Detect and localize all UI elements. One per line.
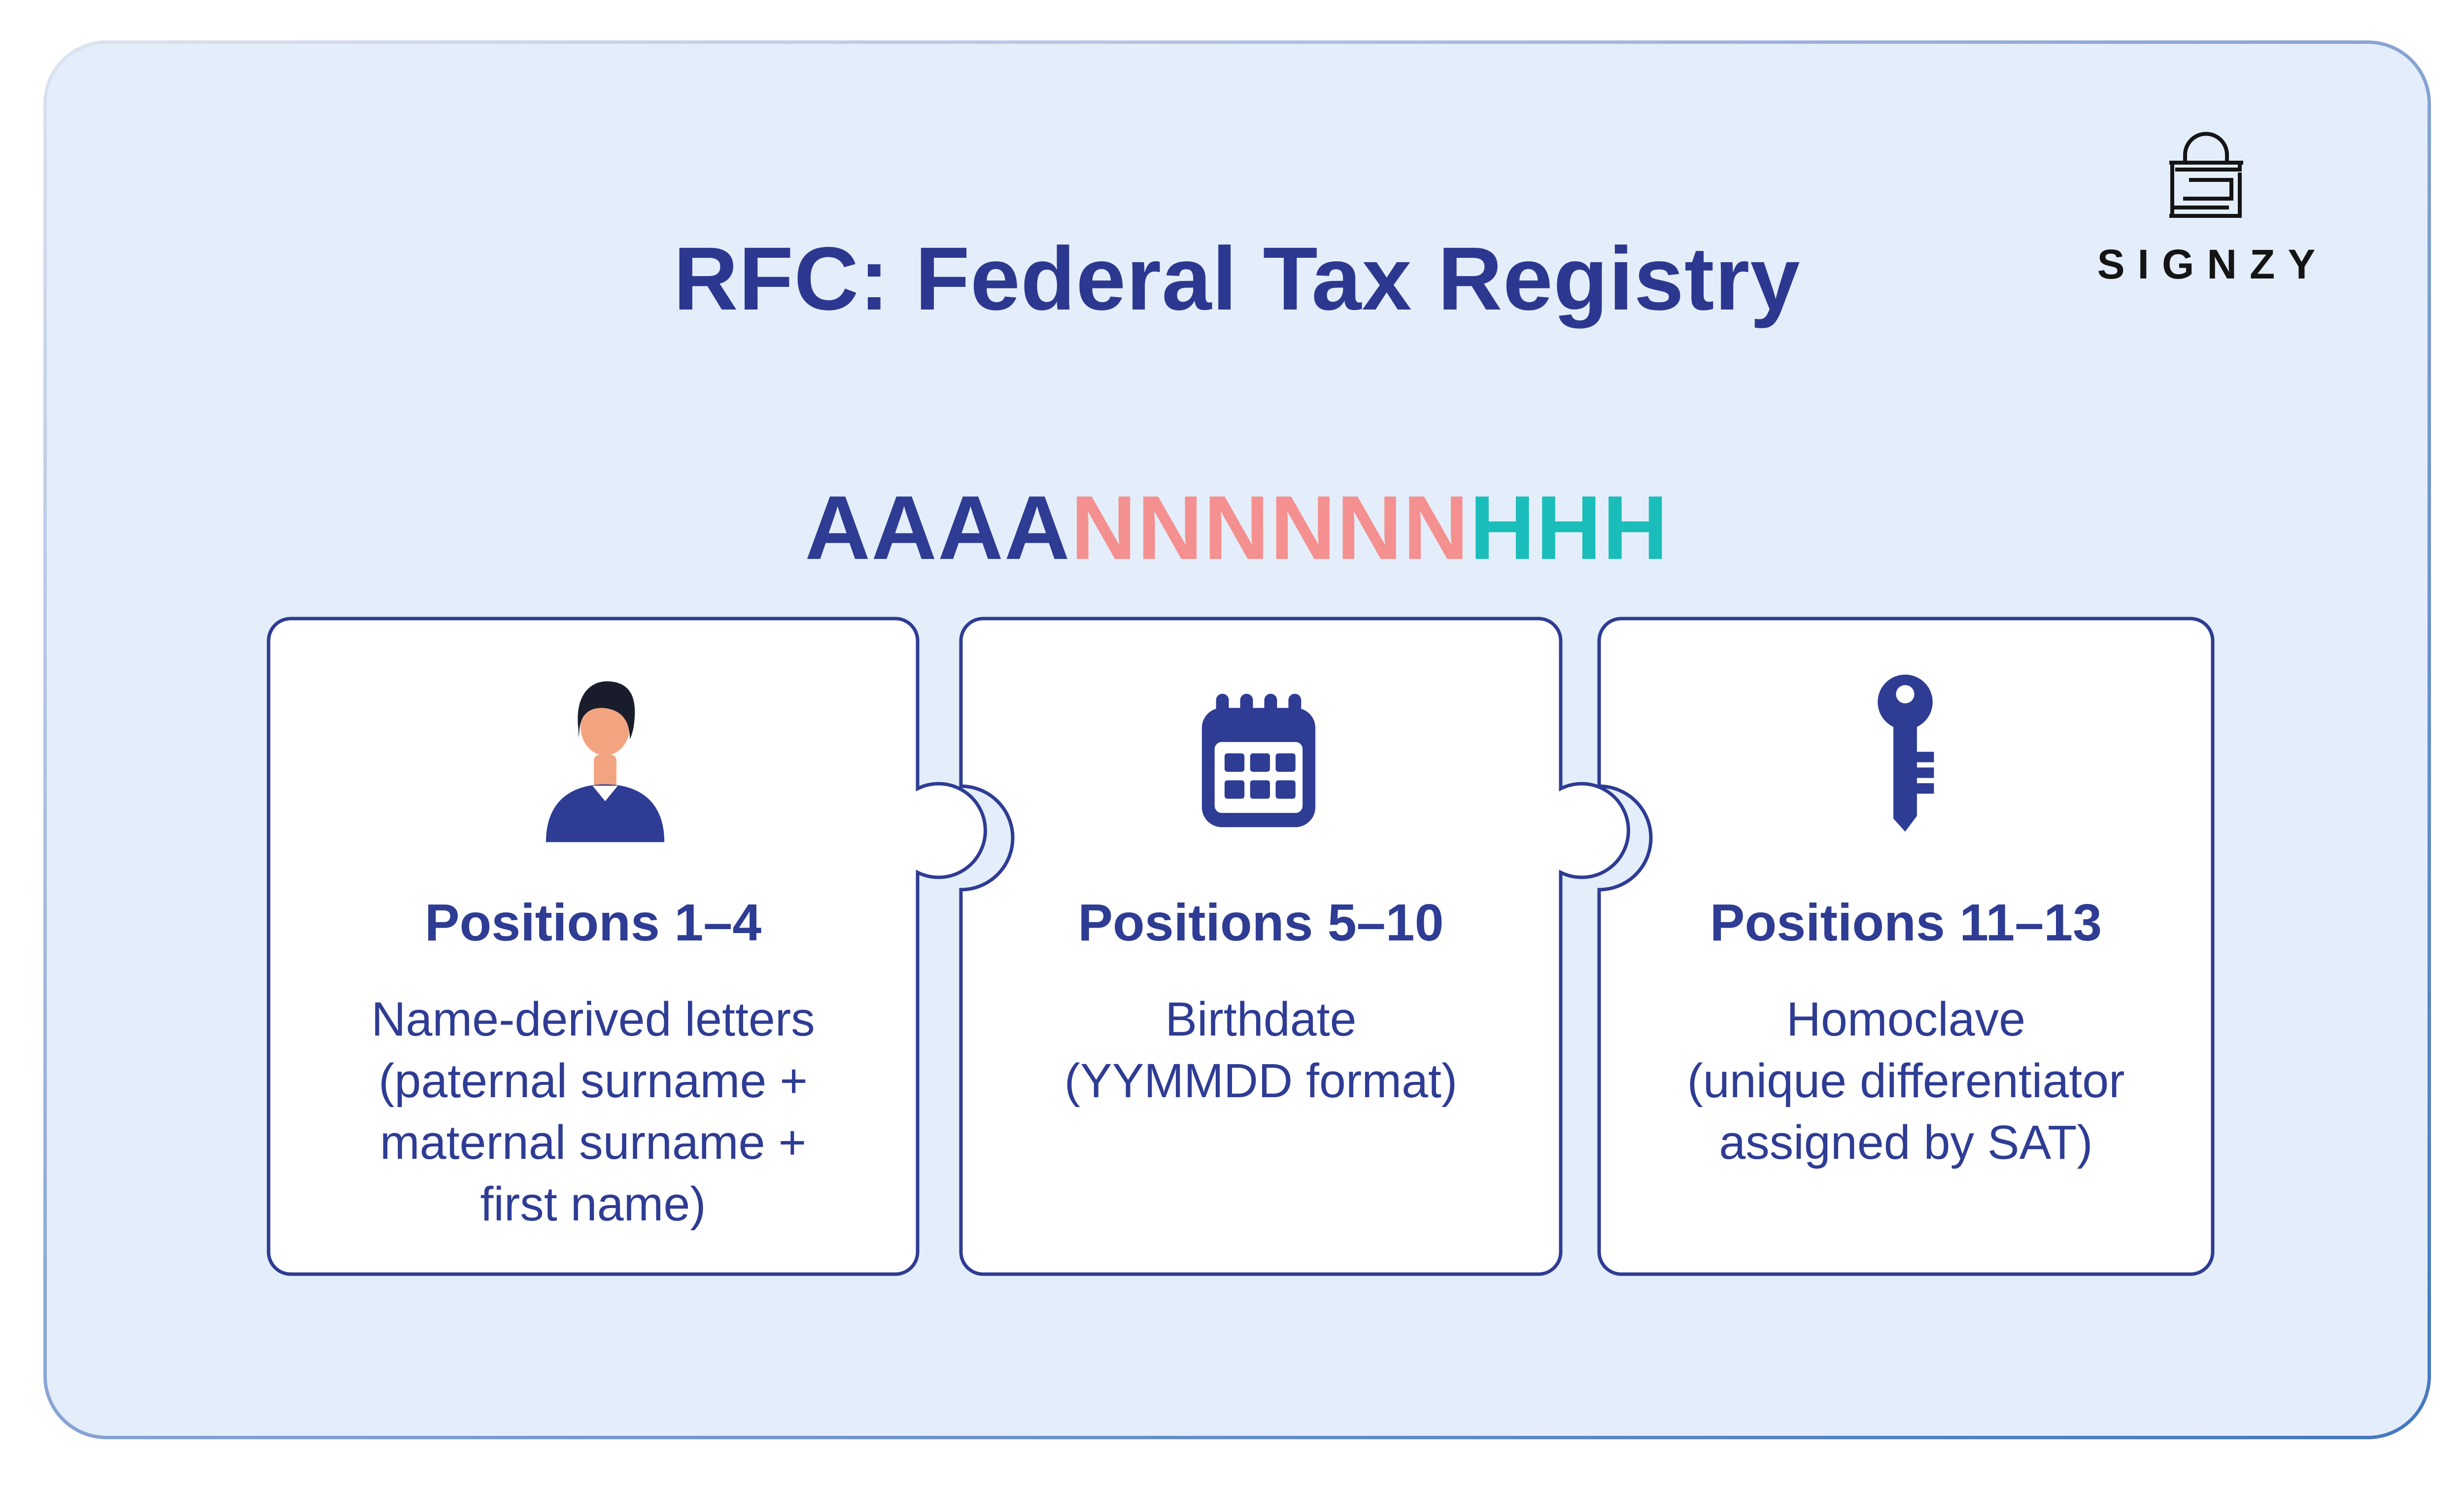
card-2-description-line: Birthdate	[1165, 992, 1357, 1046]
card-3-heading: Positions 11–13	[1710, 894, 2102, 952]
format-segment-birthdate: NNNNNN	[1070, 477, 1470, 578]
card-1-description-line: (paternal surname +	[378, 1054, 808, 1108]
card-2-shape	[959, 617, 1630, 1276]
card-2-description: Birthdate (YYMMDD format)	[961, 988, 1561, 1111]
card-2-description-line: (YYMMDD format)	[1064, 1054, 1458, 1108]
card-3-description: Homoclave (unique differentiator assigne…	[1599, 988, 2213, 1173]
brand-wordmark: SIGNZY	[2097, 241, 2328, 287]
card-1-description-line: maternal surname +	[379, 1115, 807, 1169]
key-icon	[1878, 674, 1934, 832]
format-segment-homoclave: HHH	[1470, 477, 1669, 578]
card-1-description: Name-derived letters (paternal surname +…	[269, 988, 918, 1235]
card-3-description-line: (unique differentiator	[1687, 1054, 2125, 1108]
brand-logo: SIGNZY	[2068, 129, 2344, 288]
format-segment-name-letters: AAAA	[805, 477, 1071, 578]
calendar-icon	[1201, 694, 1316, 828]
person-icon	[546, 681, 665, 842]
card-3-description-line: assigned by SAT)	[1719, 1115, 2093, 1169]
card-1-heading: Positions 1–4	[424, 894, 762, 952]
padlock-maze-icon	[2169, 132, 2243, 218]
card-1-description-line: first name)	[480, 1177, 706, 1231]
card-3-shape	[1597, 617, 2215, 1276]
card-1-shape	[267, 617, 987, 1276]
card-1-description-line: Name-derived letters	[371, 992, 815, 1046]
card-3-description-line: Homoclave	[1786, 992, 2026, 1046]
card-2-heading: Positions 5–10	[1078, 894, 1444, 952]
page-title: RFC: Federal Tax Registry	[673, 228, 1801, 329]
